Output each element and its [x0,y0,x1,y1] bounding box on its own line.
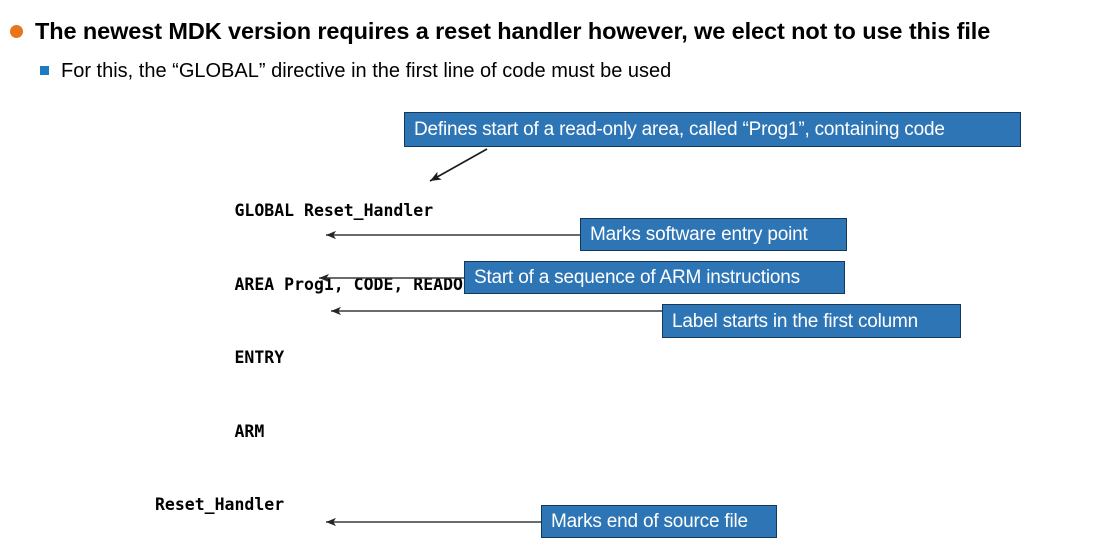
code-line-global: GLOBAL Reset_Handler [155,201,434,220]
bullet-circle-icon [10,25,23,38]
callout-text: Marks software entry point [590,224,808,245]
callout-text: Label starts in the first column [672,310,918,332]
callout-marks-software-entry-point[interactable]: Marks software entry point [580,218,847,251]
bullet-level2: For this, the “GLOBAL” directive in the … [40,58,671,84]
bullet-level1-text: The newest MDK version requires a reset … [35,18,991,44]
code-line-arm: ARM [155,421,265,441]
callout-defines-read-only-area[interactable]: Defines start of a read-only area, calle… [404,112,1021,147]
callout-start-of-arm-instructions[interactable]: Start of a sequence of ARM instructions [464,261,845,294]
bullet-level2-text: For this, the “GLOBAL” directive in the … [61,60,672,82]
callout-text: Marks end of source file [551,511,748,532]
callout-text: Defines start of a read-only area, calle… [414,119,945,140]
code-line-entry: ENTRY [155,348,285,367]
callout-text: Start of a sequence of ARM instructions [474,267,800,288]
bullet-square-icon [40,66,49,75]
code-listing: GLOBAL Reset_Handler AREA Prog1, CODE, R… [155,155,682,543]
code-line-reset-handler: Reset_Handler [155,495,285,514]
bullet-level1: The newest MDK version requires a reset … [10,16,990,46]
callout-label-first-column[interactable]: Label starts in the first column [662,304,961,338]
callout-marks-end-of-source-file[interactable]: Marks end of source file [541,505,777,538]
